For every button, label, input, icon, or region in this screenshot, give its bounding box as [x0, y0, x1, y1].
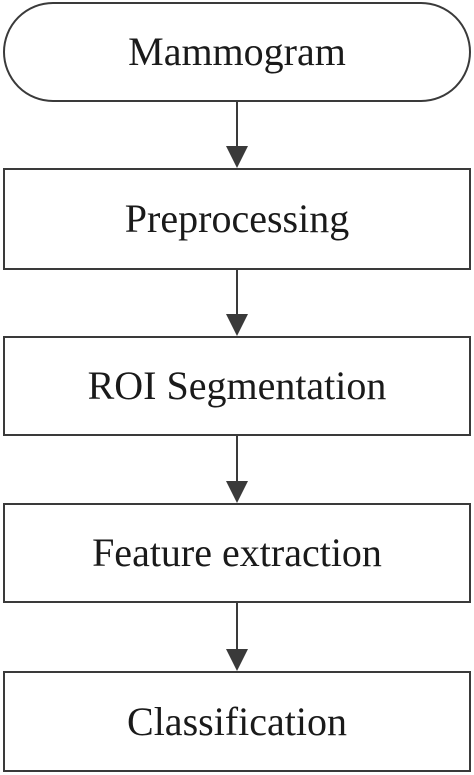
node-feature-extraction: Feature extraction: [3, 503, 471, 603]
arrow-roi-segmentation-to-feature-extraction: [226, 436, 248, 503]
arrow-preprocessing-to-roi-segmentation: [226, 270, 248, 336]
node-mammogram-label: Mammogram: [128, 29, 346, 74]
node-roi-segmentation-label: ROI Segmentation: [87, 363, 387, 408]
node-mammogram: Mammogram: [3, 2, 471, 102]
node-preprocessing-label: Preprocessing: [124, 196, 350, 241]
node-preprocessing: Preprocessing: [3, 168, 471, 270]
arrow-feature-extraction-to-classification: [226, 603, 248, 671]
node-classification: Classification: [3, 671, 471, 772]
arrow-mammogram-to-preprocessing: [226, 102, 248, 168]
node-feature-extraction-label: Feature extraction: [92, 530, 382, 575]
node-roi-segmentation: ROI Segmentation: [3, 336, 471, 436]
node-classification-label: Classification: [127, 698, 347, 744]
